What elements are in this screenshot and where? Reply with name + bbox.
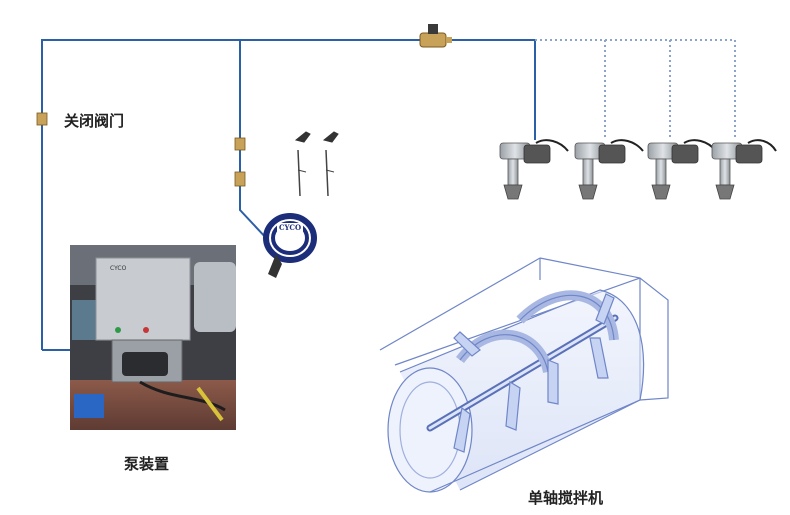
spray-gun-icon — [322, 131, 339, 197]
shutoff-valve-icon — [36, 112, 48, 126]
pump-brand: CYCO — [110, 265, 127, 272]
solenoid-valve-icon — [419, 24, 452, 48]
branch-valve-icon — [234, 137, 246, 187]
pump-unit-image: CYCO — [70, 245, 236, 430]
nozzle-assembly-2 — [574, 139, 644, 200]
mixer-label: 单轴搅拌机 — [528, 489, 604, 507]
hose-reel-icon: CYCO — [263, 213, 317, 278]
pump-unit-label: 泵装置 — [124, 455, 170, 473]
single-shaft-mixer-illustration — [379, 257, 669, 493]
close-valve-label: 关闭阀门 — [64, 112, 125, 130]
hose-brand: CYCO — [279, 223, 301, 232]
dotted-branches — [535, 39, 736, 140]
pipe-network — [41, 39, 536, 351]
nozzle-assembly-3 — [647, 139, 717, 200]
nozzle-assembly-1 — [499, 139, 569, 200]
branch-pipe-gun — [239, 40, 269, 241]
main-pipe — [41, 39, 536, 350]
spray-gun-icon — [294, 131, 311, 197]
nozzle-assembly-4 — [711, 139, 777, 200]
